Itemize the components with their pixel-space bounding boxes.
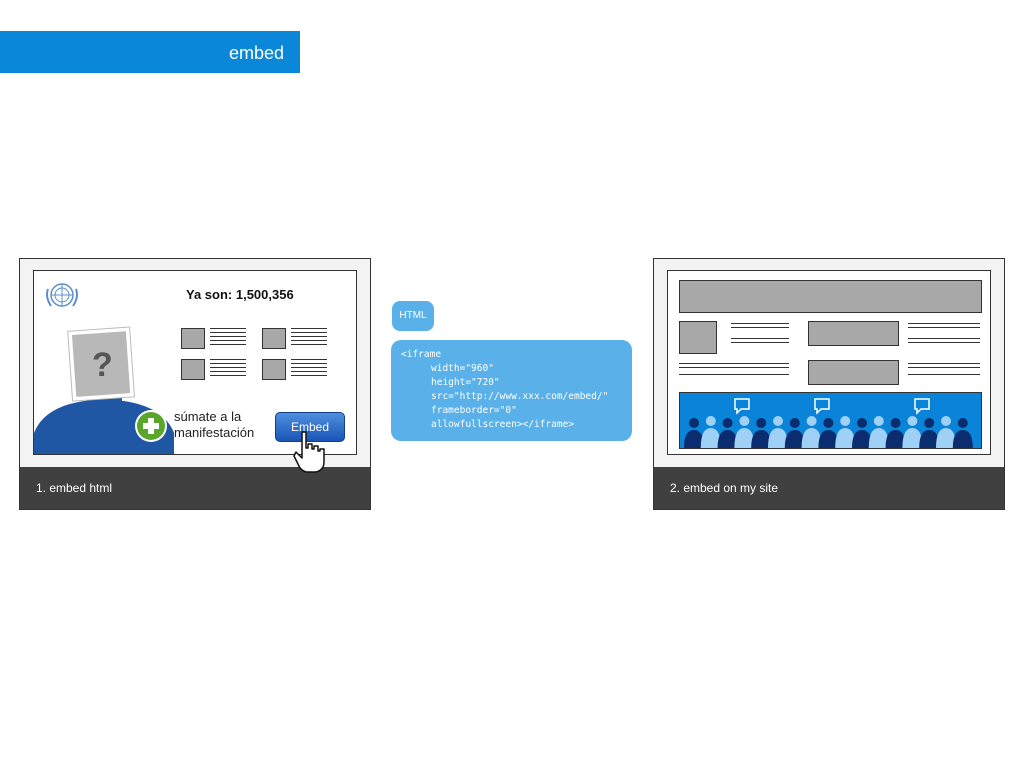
unknown-photo-glyph: ? (92, 346, 113, 384)
section-title: embed (228, 43, 284, 63)
person-body (751, 430, 772, 448)
text-lines (908, 323, 980, 346)
embed-html-panel: Ya son: 1,500,356 ? súmate a la (19, 258, 371, 510)
person-body (952, 430, 973, 448)
panel-caption: 1. embed html (36, 481, 113, 495)
code-line: <iframe (401, 349, 442, 360)
thumbnail (181, 359, 205, 380)
section-header: embed (0, 31, 300, 73)
hand-cursor-icon (293, 431, 325, 473)
person-body (784, 430, 805, 448)
site-image (679, 321, 717, 354)
thumbnail (262, 359, 286, 380)
person-head (823, 418, 834, 428)
person-head (705, 416, 716, 426)
text-lines (291, 328, 327, 348)
code-line: width="960" (431, 363, 494, 374)
crowd-illustration (684, 398, 973, 448)
person-body (818, 430, 839, 448)
person-head (890, 418, 901, 428)
text-lines (210, 359, 246, 379)
person-body (868, 428, 889, 448)
panel-caption-bar: 1. embed html (20, 467, 370, 509)
campaign-widget: Ya son: 1,500,356 ? súmate a la (33, 270, 357, 455)
person-body (852, 430, 872, 448)
person-head (840, 416, 851, 426)
html-badge: HTML (392, 301, 434, 331)
person-body (936, 428, 956, 448)
panel-caption: 2. embed on my site (670, 481, 779, 495)
person-head (789, 418, 800, 428)
text-lines (908, 363, 980, 378)
embedded-widget (679, 392, 982, 449)
code-line: height="720" (431, 377, 500, 388)
site-mockup (667, 270, 991, 455)
person-head (689, 418, 699, 428)
person-body (801, 428, 822, 448)
text-lines (731, 323, 789, 346)
embed-button[interactable]: Embed (275, 412, 345, 442)
text-lines (291, 359, 327, 379)
site-block (808, 360, 899, 385)
person-head (941, 416, 951, 426)
text-lines (679, 363, 789, 378)
person-body (734, 428, 755, 448)
code-line: src="http://www.xxx.com/embed/" (431, 391, 609, 402)
join-protest-text: súmate a la manifestación (174, 409, 255, 440)
site-block (808, 321, 899, 346)
person-body (717, 430, 738, 448)
thumbnail (262, 328, 286, 349)
plus-icon[interactable] (134, 409, 168, 443)
avatar (34, 326, 174, 454)
site-banner (679, 280, 982, 313)
person-head (957, 418, 968, 428)
person-body (684, 430, 704, 448)
person-body (885, 430, 906, 448)
person-body (919, 430, 940, 448)
person-body (902, 428, 923, 448)
person-body (700, 428, 721, 448)
thumbnail (181, 328, 205, 349)
panel-caption-bar: 2. embed on my site (654, 467, 1004, 509)
code-line: frameborder="0" (431, 405, 517, 416)
person-head (739, 416, 750, 426)
speech-bubble-icon (734, 398, 930, 415)
person-head (873, 416, 884, 426)
person-head (924, 418, 935, 428)
person-head (907, 416, 918, 426)
embed-on-site-panel: 2. embed on my site (653, 258, 1005, 510)
text-lines (210, 328, 246, 348)
un-emblem-icon (46, 283, 78, 307)
person-body (768, 428, 788, 448)
person-head (857, 418, 867, 428)
person-head (722, 418, 733, 428)
code-line: allowfullscreen></iframe> (431, 419, 574, 430)
supporter-counter: Ya son: 1,500,356 (186, 287, 294, 302)
person-head (756, 418, 767, 428)
person-head (806, 416, 817, 426)
embed-code-snippet[interactable]: <iframe width="960" height="720" src="ht… (391, 340, 632, 441)
person-head (773, 416, 783, 426)
person-body (835, 428, 856, 448)
